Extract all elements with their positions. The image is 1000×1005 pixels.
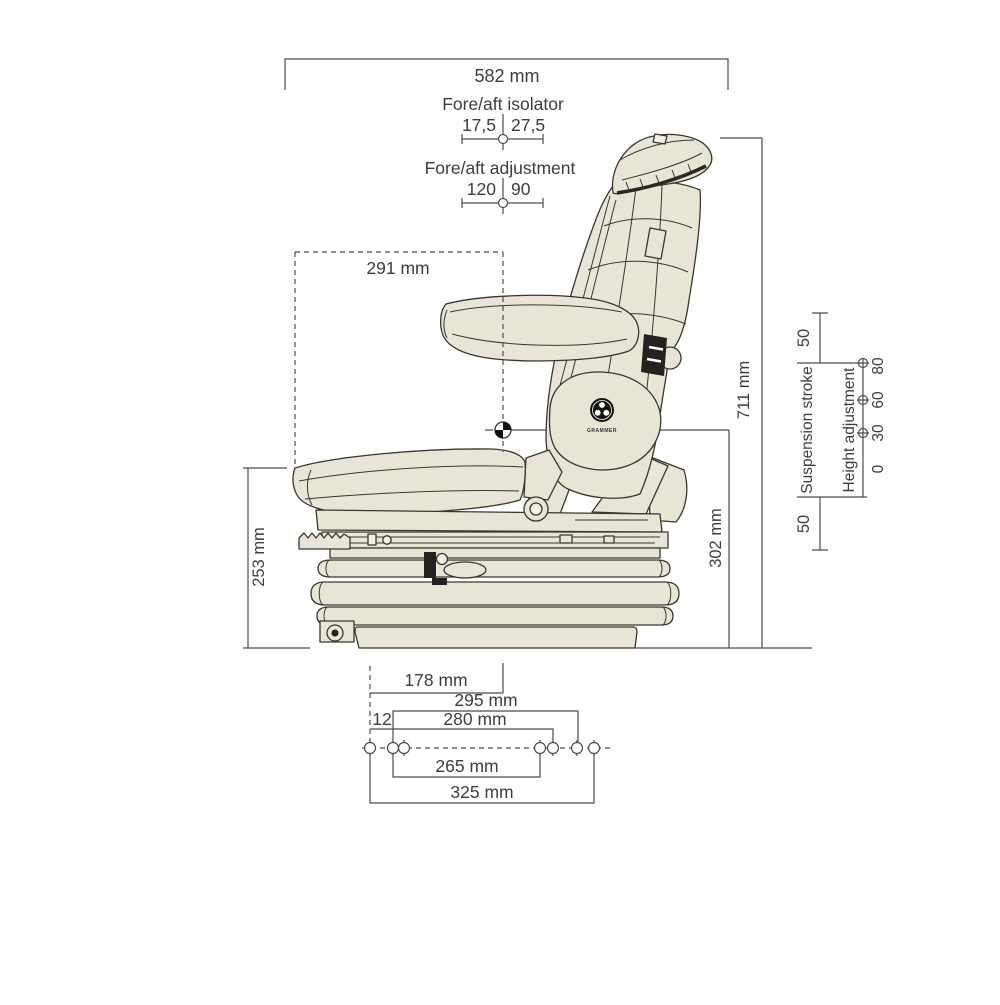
bellows-mid [310,581,680,606]
mounting-hole [587,741,601,755]
isolator-crosshair [497,133,509,145]
fore-aft-isolator: Fore/aft isolator 17,5 27,5 [442,94,564,150]
dim-280: 12 280 mm [370,709,554,742]
dim-265-label: 265 mm [435,756,498,776]
height-tick-0: 0 [870,464,887,473]
seat-cushion [292,448,526,515]
dim-711-label: 711 mm [735,361,753,419]
height-tick-60: 60 [870,391,887,409]
seat-frame [315,509,663,533]
bellows-low [316,606,674,626]
dim-325-label: 325 mm [450,782,513,802]
grammer-emblem [590,398,614,422]
headrest-shadow-band [616,164,707,195]
dim-295-label: 295 mm [454,690,517,710]
recliner-knob-slits [646,345,664,363]
bottom-dimension-cluster: 178 mm 295 mm 12 280 mm 265 mm 325 mm [362,663,613,804]
mounting-hole [363,741,377,755]
reference-point [485,421,512,439]
fore-aft-adjustment: Fore/aft adjustment 120 90 [425,158,576,214]
adjustment-right-value: 90 [511,179,531,199]
mounting-hole [546,741,560,755]
backrest-patch [644,227,667,260]
mounting-holes [363,740,601,756]
headrest-seams [619,139,703,191]
backrest-seams [555,183,693,405]
wheel-hub [331,629,339,637]
dim-711: 711 mm [720,137,763,648]
isolator-right-value: 27,5 [511,115,545,135]
dim-253-label: 253 mm [250,527,268,587]
dim-582-label: 582 mm [474,66,539,86]
cushion-rear-piece [523,449,563,501]
dim-582: 582 mm [284,58,729,90]
suspension-stroke-cluster: 50 50 Suspension stroke Height adjustmen… [795,312,887,551]
dim-12-label: 12 [372,709,391,729]
hinge-ring-inner [529,502,543,516]
dim-253: 253 mm [243,467,310,649]
suspension-bottom-50: 50 [795,515,813,533]
dim-265: 265 mm [392,754,541,778]
adjustment-left-value: 120 [467,179,496,199]
suspension-top-50: 50 [795,329,813,347]
rail-clip-2 [603,535,615,544]
rail-lower [329,547,661,559]
rail-knob [382,535,392,545]
adjustment-crosshair [497,197,509,209]
height-adjustment-label: Height adjustment [841,367,858,493]
dimension-annotations: 582 mm Fore/aft isolator 17,5 27,5 Fore/… [243,58,887,804]
suspension-stroke-label: Suspension stroke [799,366,816,494]
dim-291-label: 291 mm [366,258,429,278]
rail-handle [298,532,351,550]
dim-295: 295 mm [392,690,579,742]
height-tick-30: 30 [870,424,887,442]
mounting-hole [570,741,584,755]
mounting-hole [533,741,547,755]
dim-325: 325 mm [369,754,595,804]
dim-178: 178 mm [370,663,504,694]
height-tick-80: 80 [870,357,887,375]
armrest-seams [443,304,628,346]
headrest-notch [652,133,668,145]
dim-291: 291 mm [294,251,504,466]
dim-302-label: 302 mm [707,508,725,568]
dim-280-label: 280 mm [443,709,506,729]
mounting-hole [386,741,400,755]
rail-clip-1 [559,534,573,544]
isolator-title: Fore/aft isolator [442,94,564,114]
adjustment-title: Fore/aft adjustment [425,158,576,178]
rail-block [367,533,377,546]
dim-178-label: 178 mm [404,670,467,690]
isolator-left-value: 17,5 [462,115,496,135]
recliner-knob [641,334,667,376]
tilt-clamp [424,552,487,585]
grammer-brand-text: GRAMMER [587,428,617,434]
base-box [354,626,638,649]
mounting-hole [397,741,411,755]
seat-illustration: GRAMMER [292,133,713,649]
bellows-top [317,559,671,578]
